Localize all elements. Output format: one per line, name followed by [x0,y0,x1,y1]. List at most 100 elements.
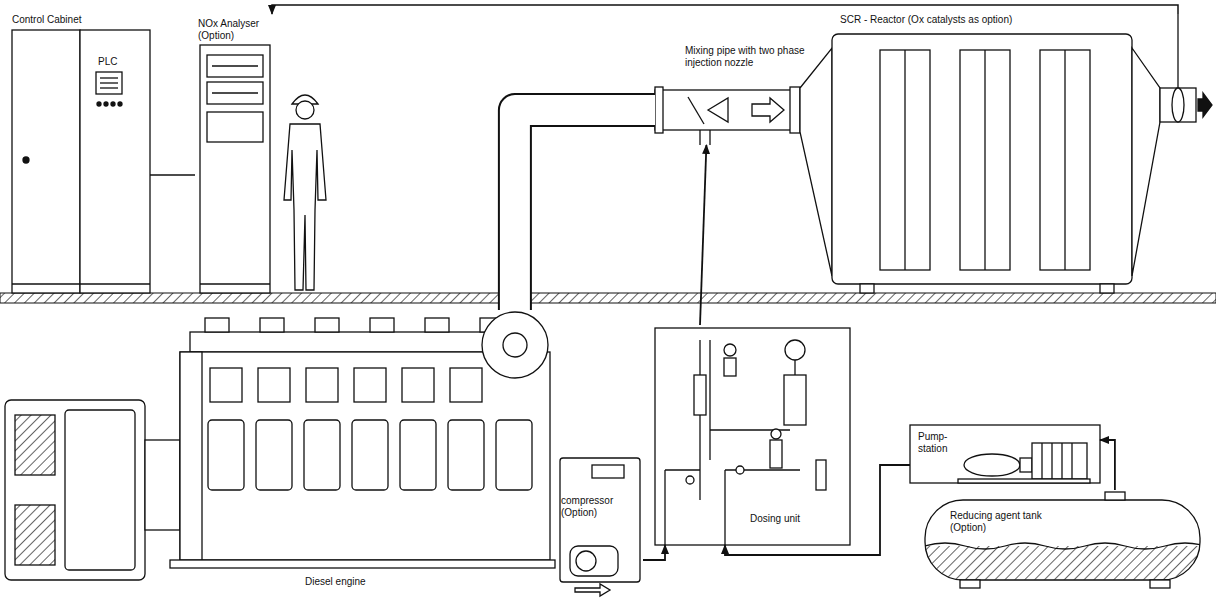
pump-station: Pump-station [910,425,1100,483]
diesel-engine-drawing-part [448,420,484,490]
mixing-pipe-drawing-part [752,98,784,122]
control-cabinet-drawing-part [104,102,108,106]
diesel-engine-drawing-part [210,368,242,402]
scr-reactor-drawing-part [1198,93,1212,117]
dosing-unit-drawing-part [665,469,700,470]
control-cabinet-drawing-part [118,102,122,106]
dosing-unit-drawing-part [655,328,850,545]
scr-reactor-drawing-part [1172,88,1184,122]
node-label: SCR - Reactor (Ox catalysts as option) [840,14,1090,26]
diesel-engine-drawing-part [145,440,180,530]
pipe-line [643,545,665,560]
operator-figure-part [296,101,314,119]
dosing-unit-drawing-part [694,375,706,415]
tank-drawing-part [960,580,980,588]
diesel-engine-drawing-part [450,368,482,402]
diesel-engine: Diesel engine [5,310,555,592]
diesel-engine-drawing-part [170,560,555,568]
pipe-line [725,465,910,555]
control-cabinet-drawing-part [100,82,118,83]
connector-stroke [515,110,655,310]
signal-line [272,5,1178,14]
signal-line [150,175,195,176]
tank-drawing-part [925,543,1200,580]
pump-station-drawing-part [1041,443,1042,479]
diesel-engine-drawing-part [503,333,527,357]
scr-reactor-drawing-part [984,50,985,270]
diesel-engine-drawing-part [352,420,388,490]
control-cabinet-drawing [12,30,150,293]
node-label: Diesel engine [305,576,405,588]
tank-drawing [925,492,1205,588]
diesel-engine-drawing-part [15,505,55,565]
diesel-engine-drawing-part [482,312,548,378]
dosing-unit-drawing-part [724,470,725,545]
control-cabinet-drawing-part [96,72,122,94]
dosing-unit-drawing-part [736,466,744,474]
scr-reactor: SCR - Reactor (Ox catalysts as option) [800,14,1195,293]
diesel-engine-drawing-part [425,318,449,332]
nox-analyser: NOx Analyser (Option) [195,14,275,293]
scr-reactor-drawing-part [860,284,874,293]
compressor-drawing [560,458,640,596]
compressor-drawing-part [575,584,610,596]
nox-analyser-drawing-part [212,92,258,93]
scr-reactor-drawing-part [1160,88,1196,122]
dosing-unit-drawing-part [724,358,736,376]
pump-station-drawing-part [964,454,1020,476]
floor [0,293,1216,303]
diesel-engine-drawing-part [180,352,550,560]
compressor-drawing-part [576,551,596,571]
diesel-engine-drawing-part [180,352,202,560]
nox-analyser-drawing-part [207,55,263,77]
diesel-engine-drawing-part [258,368,290,402]
nox-analyser-drawing-part [207,82,263,104]
pump-station-drawing [910,425,1100,483]
control-cabinet-drawing-part [100,77,118,78]
operator-figure-part [284,124,326,290]
mixing-pipe-drawing-part [655,87,663,133]
tank-drawing-part-part [925,543,1200,549]
tank-drawing-part [1150,580,1170,588]
node-label: Dosing unit [750,513,830,525]
connector-stroke [272,5,1178,14]
control-cabinet-drawing-part [12,30,80,293]
control-cabinet-drawing-part [23,157,29,163]
compressor-drawing-part [592,465,624,478]
control-cabinet-drawing-part [111,102,115,106]
node-sublabel: PLC [98,56,138,68]
pipe-line [1100,440,1115,490]
connector-stroke [1100,440,1115,490]
dosing-unit-drawing-part [699,340,700,500]
control-cabinet-drawing-part [100,87,118,88]
diesel-engine-drawing-part [400,420,436,490]
dosing-unit-drawing-part [785,340,805,360]
control-cabinet-drawing-part [80,30,150,293]
nox-analyser-drawing [200,45,270,293]
diesel-engine-drawing-part [15,415,55,475]
mixing-pipe-drawing-part [790,87,800,133]
floor-part [0,293,1216,303]
pipe-line [700,145,706,325]
pump-station-drawing-part [1032,443,1087,479]
diesel-engine-drawing-part [354,368,386,402]
control-cabinet-drawing-part [12,283,150,284]
diesel-engine-drawing-part [496,420,532,490]
node-label: Pump-station [918,431,958,455]
mixing-pipe-drawing-part [709,130,710,145]
tank-drawing-part-part [925,546,1200,580]
compressor: compressor (Option) [555,455,643,583]
node-label: Reducing agent tank (Option) [950,510,1070,534]
mixing-pipe-drawing-part [708,98,728,122]
mixing-pipe: Mixing pipe with two phase injection noz… [655,45,815,145]
pump-station-drawing-part [1071,443,1072,479]
nox-analyser-drawing-part [200,283,270,284]
node-label: Mixing pipe with two phase injection noz… [685,45,813,69]
pump-station-drawing-part [1061,443,1062,479]
tank-drawing-part [925,500,1200,580]
dosing-unit-drawing-part [794,360,795,375]
compressor-drawing-part [560,458,640,582]
nox-analyser-drawing-part [207,112,263,142]
